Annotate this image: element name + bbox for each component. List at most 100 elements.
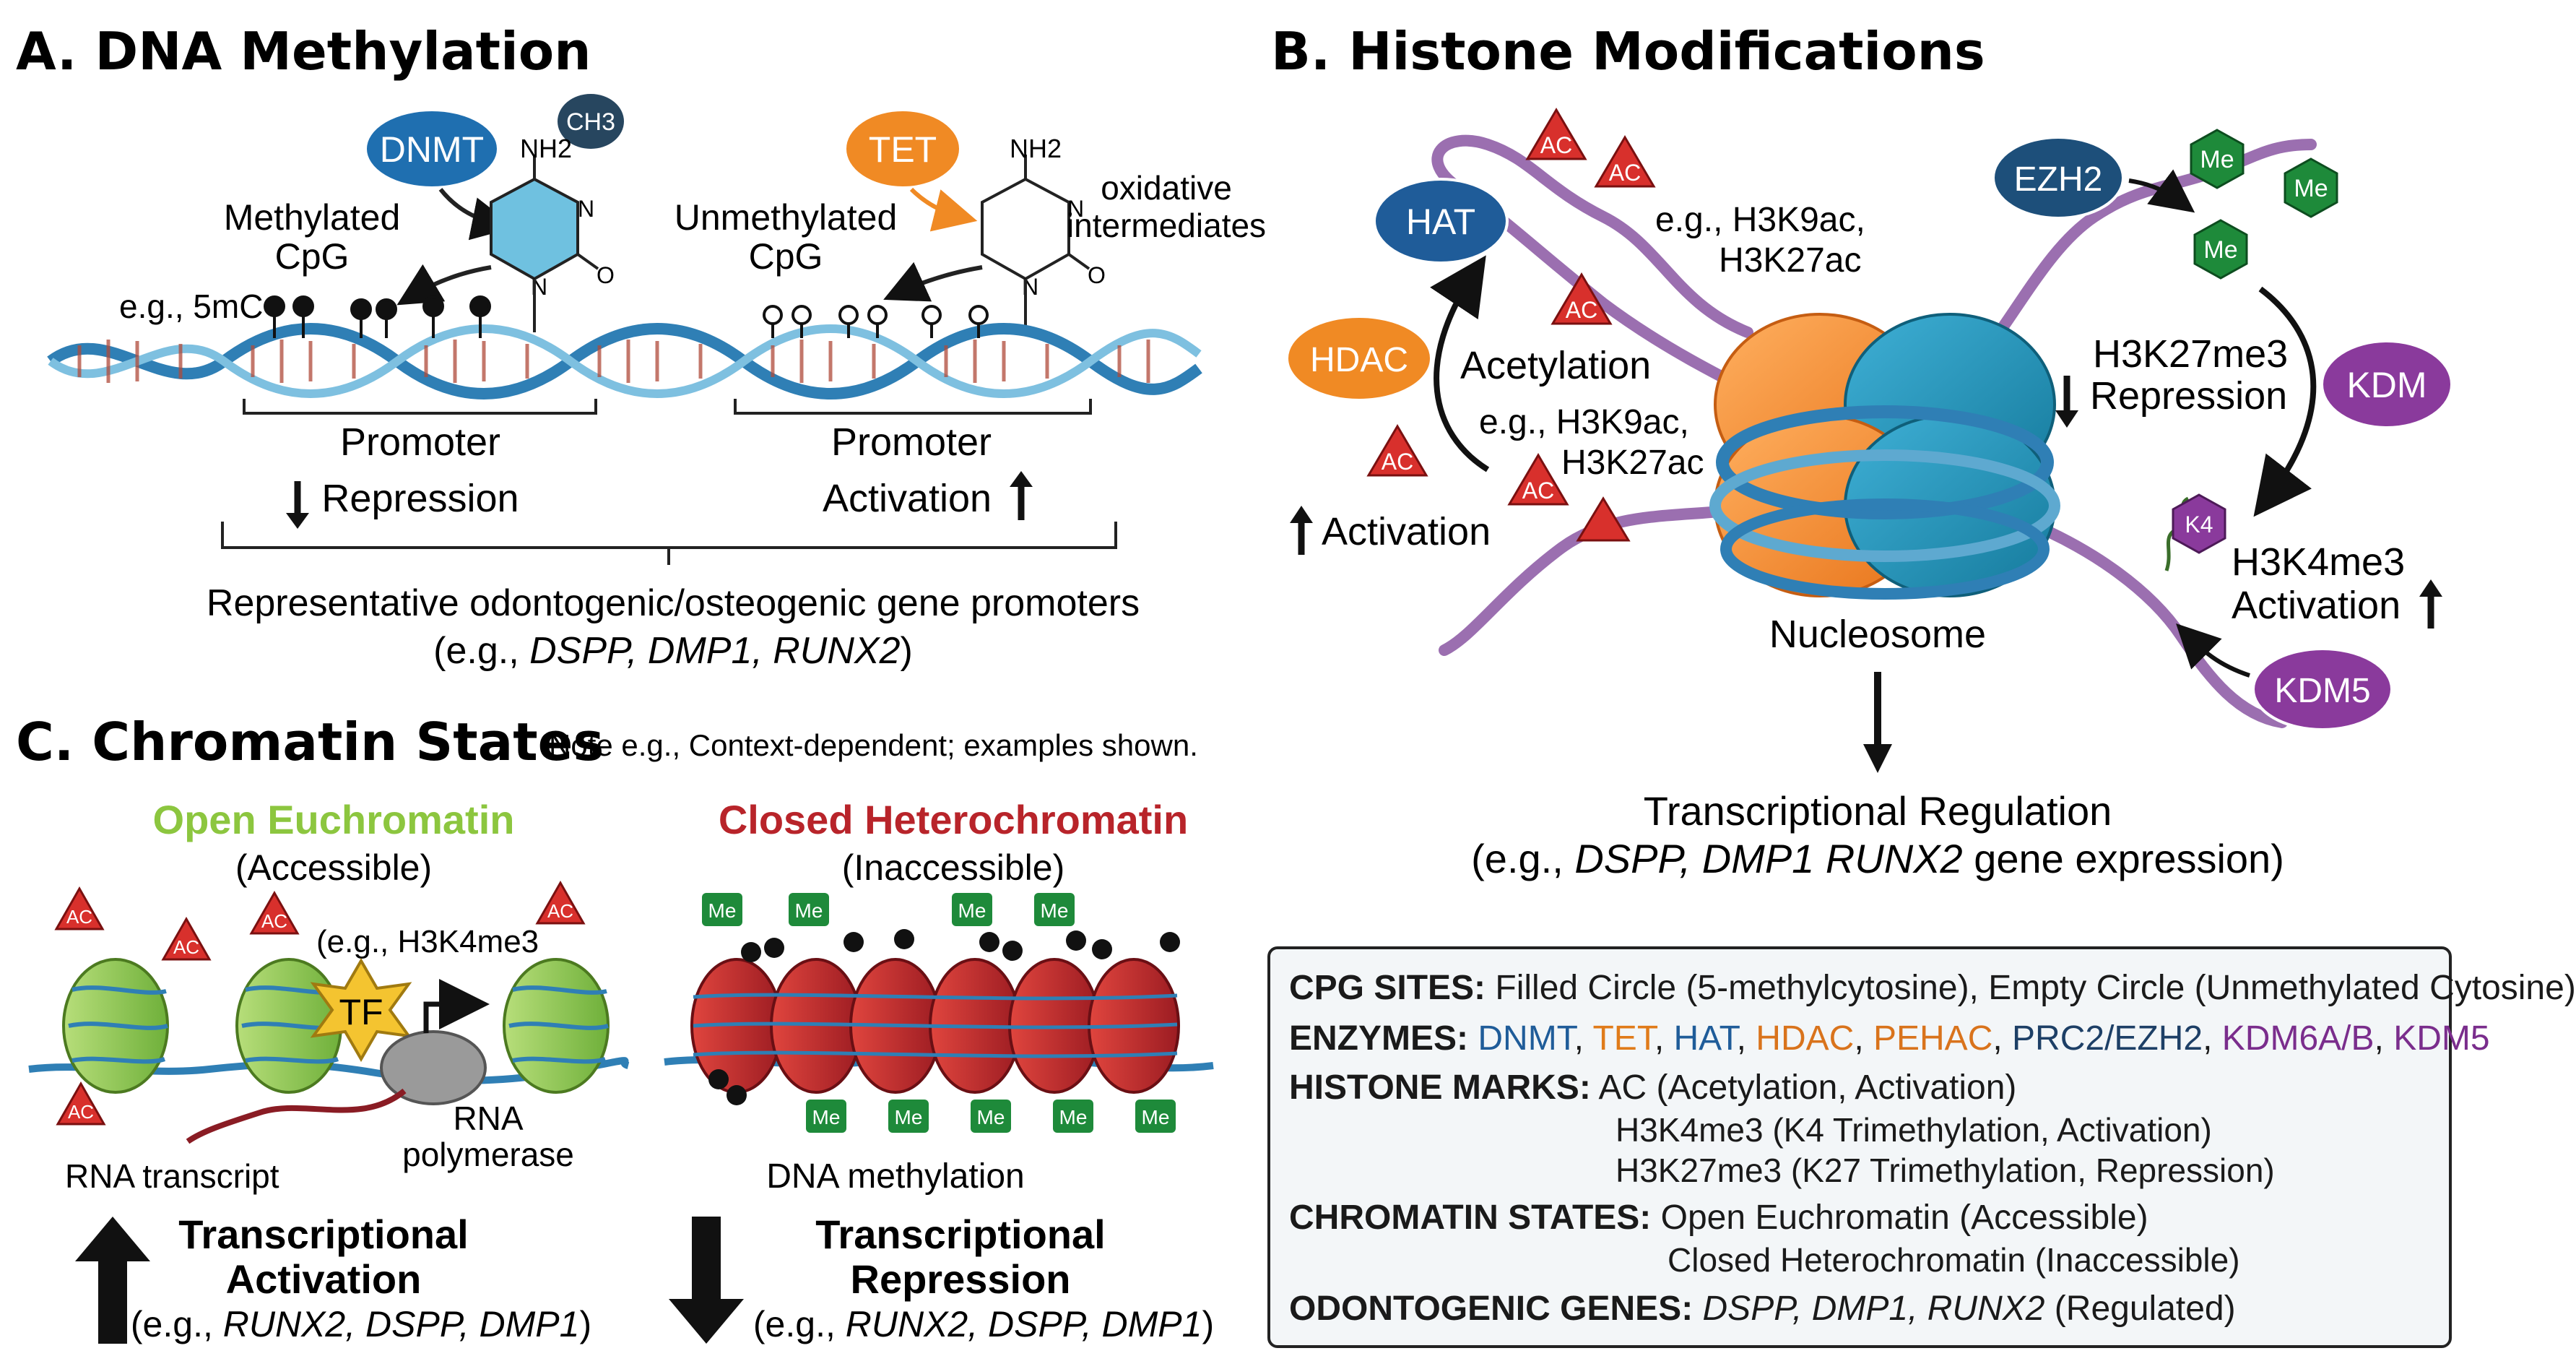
unmethylated-cytosine-icon: N N O — [981, 155, 1106, 332]
activation-up-arrow-icon — [75, 1217, 150, 1344]
representative-label: Representative odontogenic/osteogenic ge… — [207, 582, 1140, 624]
panel-b-title: B. Histone Modifications — [1271, 21, 1985, 82]
eg-mid-1: e.g., H3K9ac, — [1479, 403, 1689, 441]
svg-text:Me: Me — [795, 899, 823, 922]
h3k4me3-label: H3K4me3 — [2232, 540, 2405, 584]
legend-genes-italic: DSPP, DMP1, RUNX2 — [1702, 1290, 2045, 1328]
methylated-label-1: Methylated — [224, 197, 401, 238]
svg-text:Me: Me — [1059, 1106, 1088, 1128]
panel-c-note: Note e.g., Context-dependent; examples s… — [549, 728, 1198, 762]
ac-mark-icon — [1576, 496, 1631, 542]
hat-enzyme: HAT — [1373, 178, 1509, 264]
rna-polymerase-label-2: polymerase — [402, 1136, 574, 1173]
legend-enzymes-head: ENZYMES: — [1289, 1019, 1469, 1058]
ch3-label: CH3 — [566, 108, 615, 136]
dna-helix — [47, 323, 1202, 400]
legend-chromatin-row: CHROMATIN STATES: Open Euchromatin (Acce… — [1289, 1196, 2430, 1240]
activation-title-1: Transcriptional — [178, 1212, 468, 1257]
h3k27me3-label: H3K27me3 — [2093, 332, 2288, 376]
svg-text:AC: AC — [68, 1101, 94, 1123]
repression-title-1: Transcriptional — [815, 1212, 1105, 1257]
legend-box: CPG SITES: Filled Circle (5-methylcytosi… — [1267, 946, 2576, 1348]
methylated-cpg-marks — [708, 929, 1180, 1105]
acetylation-label: Acetylation — [1460, 344, 1651, 387]
ac-mark-icon: AC — [1594, 135, 1656, 188]
ac-mark-icon: AC — [535, 880, 586, 925]
eg-mid-2: H3K27ac — [1561, 444, 1704, 482]
svg-text:AC: AC — [1540, 132, 1572, 158]
tf-label: TF — [339, 992, 383, 1032]
down-arrow-icon — [286, 481, 309, 529]
panel-c-title: C. Chromatin States — [16, 712, 604, 772]
promoter-activation-1: Promoter — [831, 420, 992, 464]
svg-text:Me: Me — [708, 899, 737, 922]
rna-transcript-strand — [186, 1088, 407, 1144]
svg-text:AC: AC — [1566, 297, 1597, 323]
legend-enzyme-pehac: PEHAC — [1873, 1019, 1993, 1058]
legend-enzymes-row: ENZYMES: DNMT, TET, HAT, HDAC, PEHAC, PR… — [1289, 1017, 2490, 1061]
legend-chromatin-head: CHROMATIN STATES: — [1289, 1199, 1652, 1237]
legend-enzyme-kdm5: KDM5 — [2393, 1019, 2490, 1058]
kdm5-enzyme: KDM5 — [2252, 647, 2393, 731]
unmethylated-cpg-marks — [763, 305, 989, 338]
legend-chromatin-line: Open Euchromatin (Accessible) — [1660, 1199, 2148, 1237]
dnmt-label: DNMT — [380, 129, 484, 170]
legend-chromatin-line: Closed Heterochromatin (Inaccessible) — [1668, 1241, 2240, 1279]
legend-genes-row: ODONTOGENIC GENES: DSPP, DMP1, RUNX2 (Re… — [1289, 1287, 2430, 1331]
promoter-repression-2: Repression — [321, 477, 519, 520]
heterochromatin-fiber — [664, 958, 1214, 1094]
svg-text:AC: AC — [547, 900, 573, 922]
genes-bracket — [221, 522, 1117, 565]
activation-bracket — [734, 399, 1092, 415]
legend-cpg-row: CPG SITES: Filled Circle (5-methylcytosi… — [1289, 967, 2576, 1010]
repression-genes: (e.g., RUNX2, DSPP, DMP1) — [753, 1304, 1214, 1344]
legend-histone-line: H3K27me3 (K27 Trimethylation, Repression… — [1616, 1152, 2275, 1189]
legend-enzyme-dnmt: DNMT — [1478, 1019, 1574, 1058]
eg-top-2: H3K27ac — [1719, 241, 1861, 280]
legend-cpg-head: CPG SITES: — [1289, 969, 1486, 1007]
down-arrow-icon — [1863, 672, 1892, 773]
kdm-enzyme: KDM — [2320, 340, 2453, 429]
svg-text:N: N — [578, 196, 594, 222]
legend-cpg-text: Filled Circle (5-methylcytosine), Empty … — [1495, 969, 2576, 1007]
ac-mark-icon: AC — [161, 916, 212, 961]
ac-mark-icon: AC — [54, 886, 105, 930]
nh2-left: NH2 — [520, 134, 572, 163]
legend-histone-line: H3K4me3 (K4 Trimethylation, Activation) — [1616, 1111, 2212, 1149]
legend-enzyme-list: DNMT, TET, HAT, HDAC, PEHAC, PRC2/EZH2, … — [1478, 1019, 2490, 1058]
hdac-enzyme: HDAC — [1285, 315, 1433, 402]
legend-enzyme-hat: HAT — [1673, 1019, 1737, 1058]
svg-text:Me: Me — [1041, 899, 1069, 922]
me-mark-icon: Me — [2190, 129, 2245, 189]
panel-a-genes: (e.g., DSPP, DMP1, RUNX2) — [433, 630, 913, 672]
svg-text:Me: Me — [1142, 1106, 1170, 1128]
eg-5mc-label: e.g., 5mC — [119, 288, 263, 325]
svg-text:AC: AC — [1522, 478, 1554, 504]
h3k27me3-repression: Repression — [2090, 374, 2287, 418]
h3k4me3-example: (e.g., H3K4me3 — [316, 924, 539, 959]
h3k4me3-activation: Activation — [2232, 584, 2401, 627]
transcriptional-regulation-label: Transcriptional Regulation — [1644, 788, 2112, 834]
promoter-activation-2: Activation — [823, 477, 992, 520]
down-arrow-icon — [2055, 376, 2078, 428]
panel-a-title: A. DNA Methylation — [16, 21, 591, 82]
svg-text:Me: Me — [2200, 146, 2234, 173]
up-arrow-icon — [2419, 579, 2442, 629]
activation-title-2: Activation — [226, 1256, 422, 1302]
unmethylated-label-1: Unmethylated — [675, 197, 898, 238]
svg-text:O: O — [597, 262, 615, 288]
up-arrow-icon — [1290, 506, 1313, 555]
legend-genes-head: ODONTOGENIC GENES: — [1289, 1290, 1694, 1328]
ac-mark-icon: AC — [249, 890, 300, 935]
nucleosome — [1709, 313, 2060, 600]
oxidative-label-1: oxidative — [1101, 169, 1232, 207]
activation-genes: (e.g., RUNX2, DSPP, DMP1) — [131, 1304, 591, 1344]
svg-text:KDM: KDM — [2346, 365, 2427, 405]
svg-text:KDM5: KDM5 — [2274, 672, 2370, 710]
svg-text:Me: Me — [958, 899, 986, 922]
svg-text:AC: AC — [66, 906, 92, 928]
inaccessible-label: (Inaccessible) — [842, 847, 1064, 888]
dna-methylation-label: DNA methylation — [766, 1157, 1025, 1196]
nh2-right: NH2 — [1010, 134, 1062, 163]
methylated-cpg-marks — [264, 295, 491, 338]
